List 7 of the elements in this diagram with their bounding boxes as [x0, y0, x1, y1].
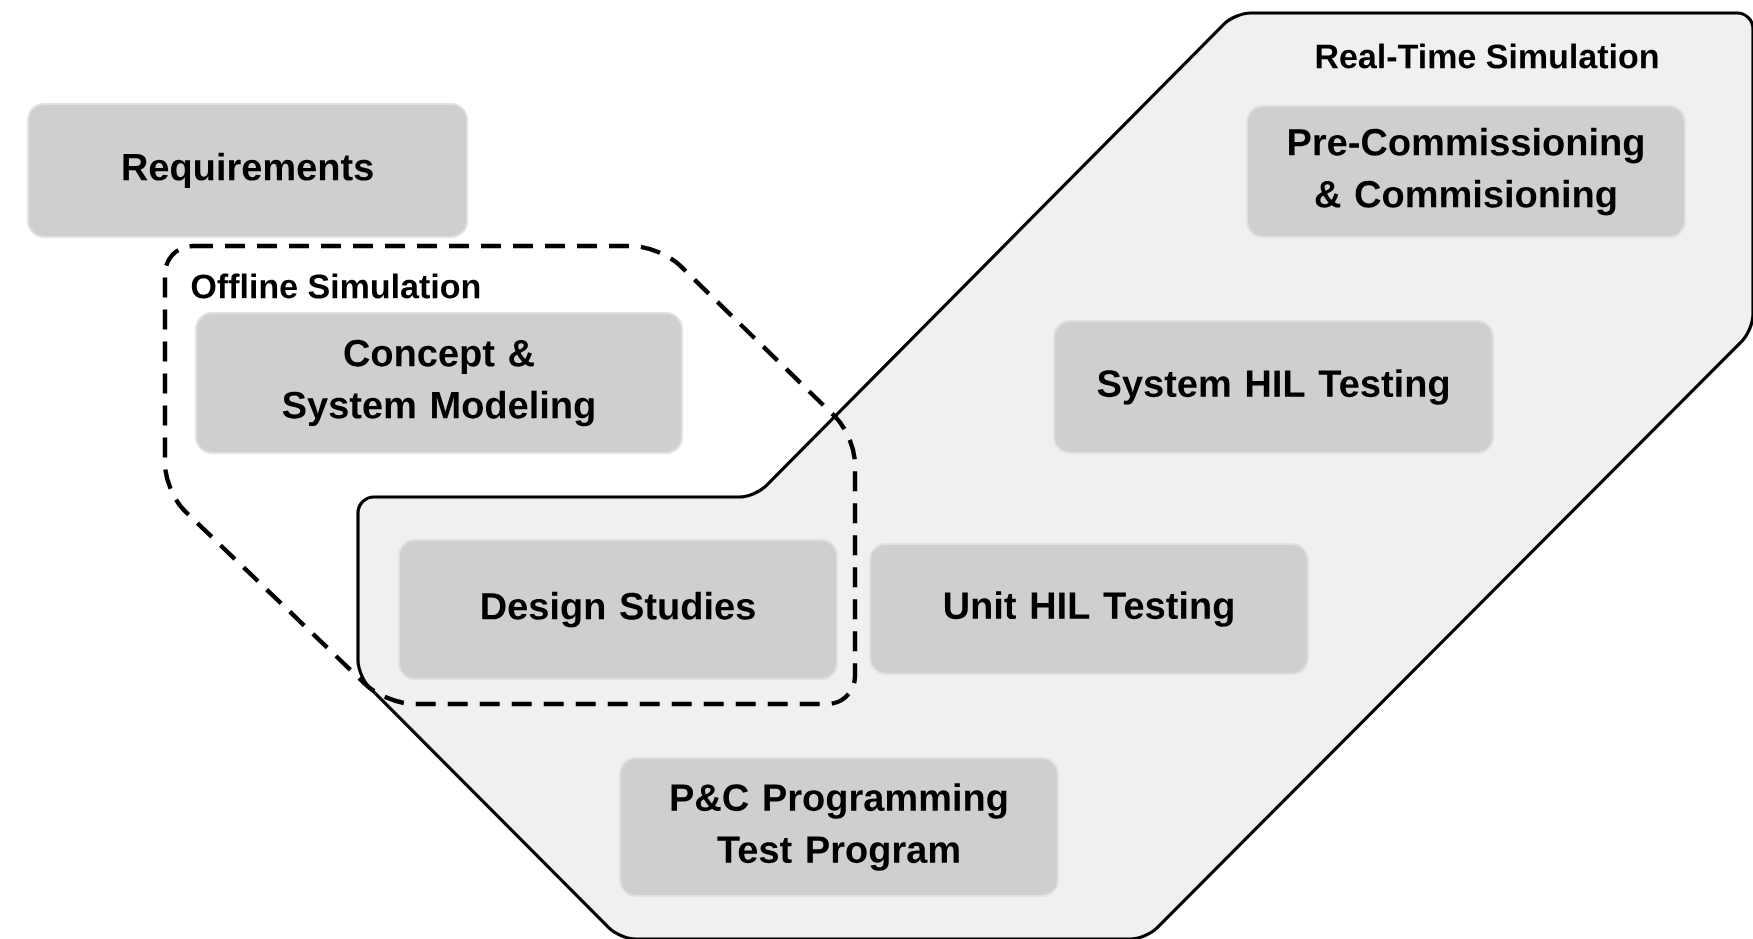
- process-box: Unit HIL Testing: [869, 543, 1309, 675]
- process-box: Requirements: [27, 102, 469, 238]
- process-box: Pre-Commissioning & Commisioning: [1246, 105, 1686, 239]
- process-box: System HIL Testing: [1053, 320, 1495, 454]
- process-box: P&C Programming Test Program: [619, 757, 1059, 897]
- process-box: Design Studies: [398, 539, 838, 681]
- process-box: Concept & System Modeling: [195, 312, 683, 454]
